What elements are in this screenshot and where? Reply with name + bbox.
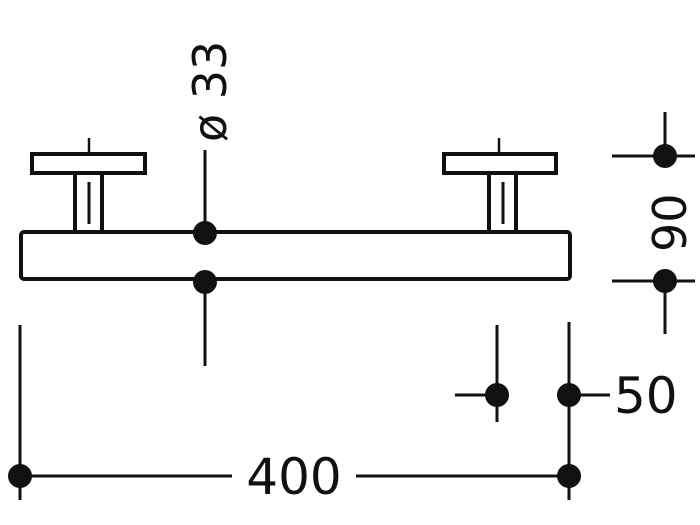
offset-marker-right [557, 383, 581, 407]
length-label: 400 [246, 448, 341, 506]
grab-bar [19, 152, 572, 281]
height-label: 90 [643, 193, 697, 252]
length-dimension [8, 325, 581, 500]
bar-tube [19, 230, 572, 281]
offset-dimension [455, 322, 610, 500]
length-marker-left [8, 464, 32, 488]
diameter-marker-bottom [193, 270, 217, 294]
diameter-dimension [193, 150, 217, 366]
right-wall-plate [442, 152, 558, 175]
plate-centerlines [87, 138, 501, 154]
diameter-label: ø 33 [183, 41, 237, 142]
height-marker-bottom [653, 269, 677, 293]
length-marker-right [557, 464, 581, 488]
height-marker-top [653, 144, 677, 168]
diameter-marker-top [193, 221, 217, 245]
offset-marker-left [485, 383, 509, 407]
left-wall-plate [30, 152, 147, 175]
height-dimension [612, 112, 695, 334]
offset-label: 50 [614, 367, 678, 425]
